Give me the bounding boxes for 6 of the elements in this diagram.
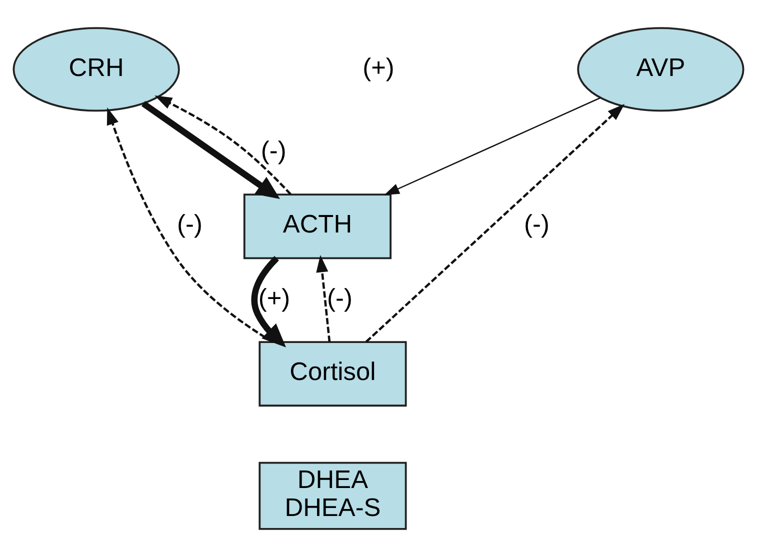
edge-label: (+) <box>258 284 290 312</box>
edge-label: (-) <box>524 210 550 238</box>
edge-label: (-) <box>177 210 202 238</box>
label: (+) <box>362 53 394 82</box>
edge-label: (-) <box>327 284 352 312</box>
edge-label: (-) <box>260 136 286 165</box>
